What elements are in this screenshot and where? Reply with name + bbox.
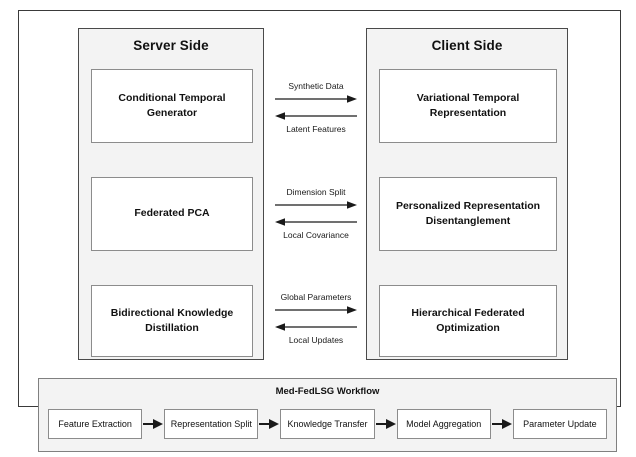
module-federated-pca: Federated PCA xyxy=(91,177,253,251)
module-variational-temporal-representation: Variational Temporal Representation xyxy=(379,69,557,143)
arrow-right-icon xyxy=(275,95,357,105)
connector-label-backward: Local Updates xyxy=(288,335,344,345)
workflow-step-model-aggregation: Model Aggregation xyxy=(396,409,491,439)
workflow-step-parameter-update: Parameter Update xyxy=(512,409,608,439)
client-side-panel: Client Side Variational Temporal Represe… xyxy=(366,28,568,360)
connector-label-backward: Local Covariance xyxy=(283,230,349,240)
connector-group-synthetic-data: Synthetic Data Latent Features xyxy=(270,80,362,144)
module-personalized-representation-disentanglement: Personalized Representation Disentanglem… xyxy=(379,177,557,251)
server-side-panel: Server Side Conditional Temporal Generat… xyxy=(78,28,264,360)
arrow-right-icon xyxy=(275,201,357,211)
arrow-right-icon xyxy=(142,418,164,430)
arrow-right-icon xyxy=(375,418,397,430)
workflow-panel: Med-FedLSG Workflow Feature Extraction R… xyxy=(38,378,617,452)
connector-label-forward: Synthetic Data xyxy=(288,81,344,91)
arrow-left-icon xyxy=(275,218,357,228)
client-panel-title: Client Side xyxy=(431,38,503,53)
arrow-left-icon xyxy=(275,112,357,122)
arrow-right-icon xyxy=(275,306,357,316)
arrow-right-icon xyxy=(258,418,280,430)
module-hierarchical-federated-optimization: Hierarchical Federated Optimization xyxy=(379,285,557,357)
arrow-left-icon xyxy=(275,323,357,333)
server-panel-title: Server Side xyxy=(133,38,209,53)
connector-label-backward: Latent Features xyxy=(286,124,346,134)
workflow-step-list: Feature Extraction Representation Split … xyxy=(48,407,608,441)
workflow-title: Med-FedLSG Workflow xyxy=(275,386,380,397)
arrow-right-icon xyxy=(491,418,513,430)
connector-group-dimension-split: Dimension Split Local Covariance xyxy=(270,186,362,250)
module-conditional-temporal-generator: Conditional Temporal Generator xyxy=(91,69,253,143)
connector-label-forward: Dimension Split xyxy=(286,187,346,197)
connector-label-forward: Global Parameters xyxy=(280,292,352,302)
workflow-step-knowledge-transfer: Knowledge Transfer xyxy=(280,409,375,439)
connector-group-global-parameters: Global Parameters Local Updates xyxy=(270,291,362,355)
workflow-step-feature-extraction: Feature Extraction xyxy=(48,409,143,439)
workflow-step-representation-split: Representation Split xyxy=(164,409,259,439)
module-bidirectional-knowledge-distillation: Bidirectional Knowledge Distillation xyxy=(91,285,253,357)
